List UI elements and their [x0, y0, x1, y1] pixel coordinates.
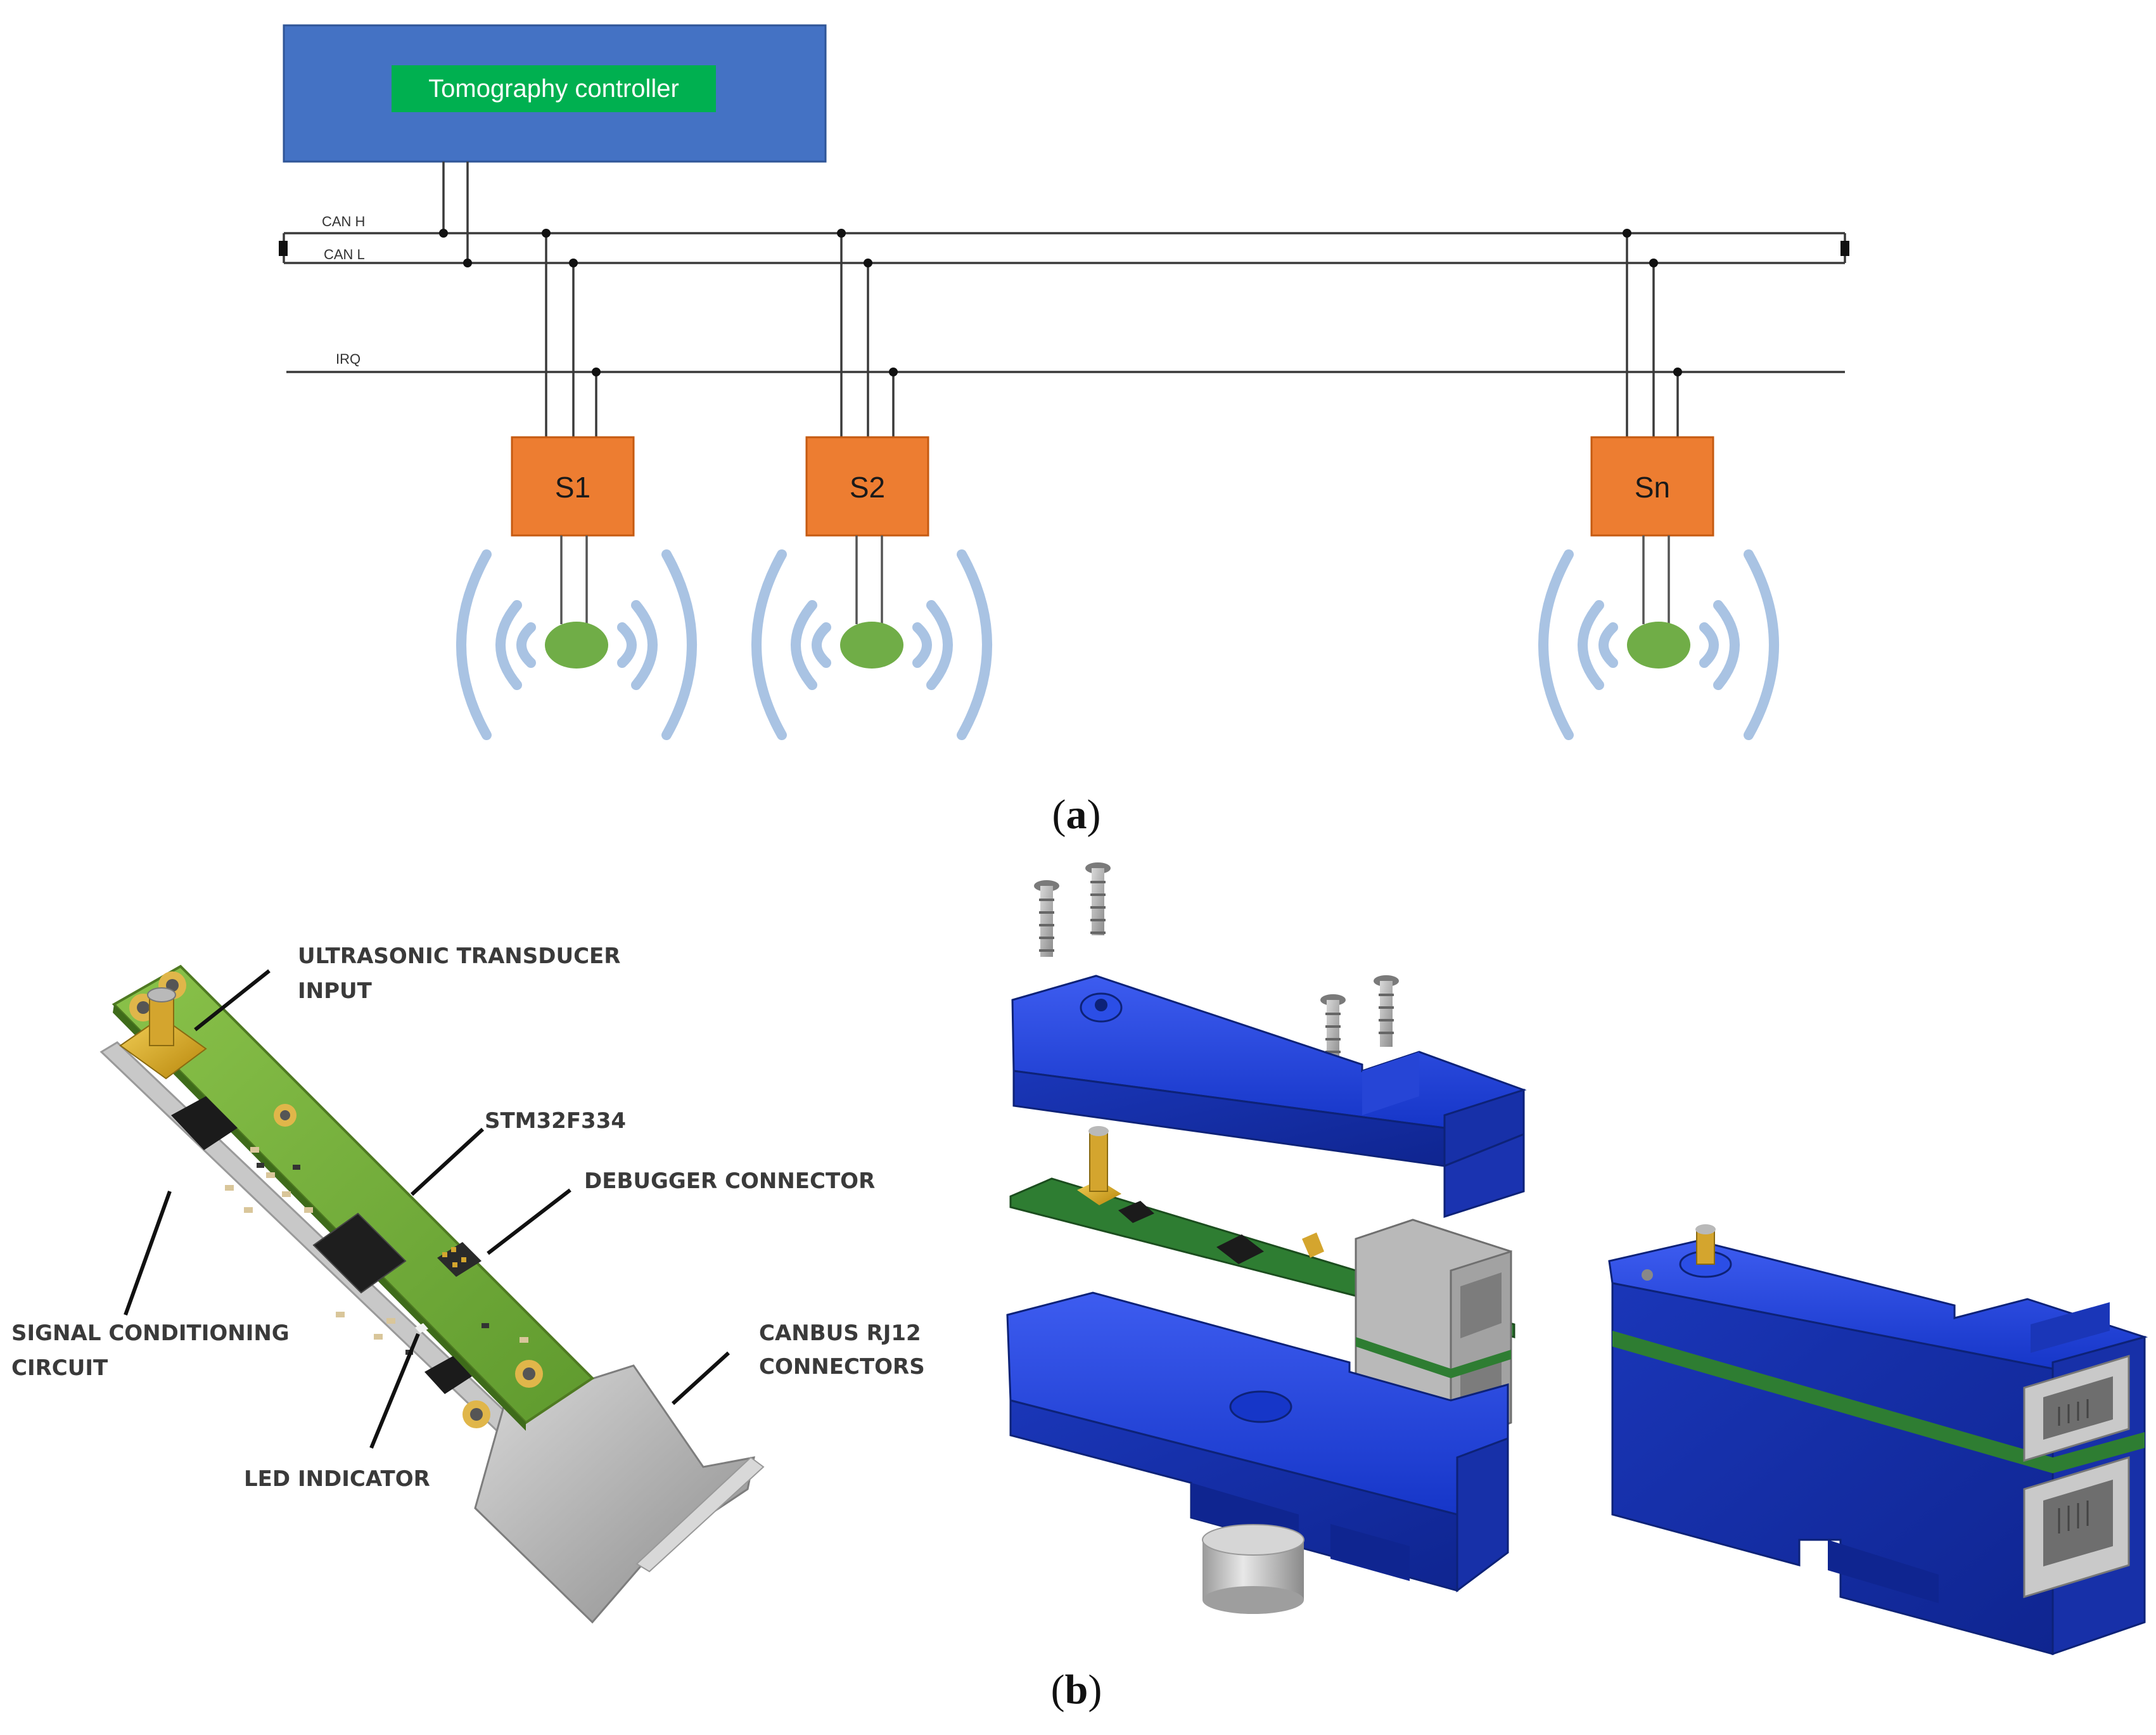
- transducer-element: [545, 622, 608, 669]
- pcb-seam: [1612, 1331, 2145, 1473]
- transducer-element: [840, 622, 903, 669]
- panel-b-hardware: ULTRASONIC TRANSDUCER INPUT STM32F334 DE…: [11, 862, 2148, 1713]
- sma-connector: [119, 987, 207, 1080]
- rj12-contacts: [2058, 1399, 2089, 1533]
- wave-right-mid: [926, 600, 953, 690]
- tomography-controller-label-bg: [392, 65, 716, 112]
- wave-right-inner: [1699, 622, 1719, 668]
- irq-label: IRQ: [336, 351, 360, 367]
- callout-ultrasonic-line1: ULTRASONIC TRANSDUCER: [298, 944, 620, 969]
- bracket-tab: [474, 1364, 755, 1624]
- top-cover: [1011, 975, 1527, 1219]
- wave-right-inner: [617, 622, 637, 668]
- led-indicator: [415, 1323, 428, 1333]
- wave-left-inner: [516, 622, 536, 668]
- wave-right-outer: [957, 549, 992, 740]
- leader-canbus: [671, 1351, 730, 1405]
- callout-canbus-line2: CONNECTORS: [759, 1354, 925, 1380]
- can-l-label: CAN L: [324, 246, 365, 262]
- sensor-box: [805, 436, 929, 537]
- callout-ultrasonic-line2: INPUT: [298, 978, 373, 1004]
- sensor-box: [511, 436, 635, 537]
- callout-signal-line2: CIRCUIT: [11, 1355, 108, 1381]
- callout-stm32: STM32F334: [485, 1108, 626, 1134]
- sensor-label: S1: [555, 471, 590, 504]
- leader-signal: [124, 1190, 172, 1316]
- sma-connector: [1696, 1229, 1715, 1265]
- sensor-node-s2: S2: [751, 229, 992, 740]
- callout-signal-line1: SIGNAL CONDITIONING: [11, 1321, 290, 1346]
- wave-right-mid: [631, 600, 658, 690]
- transducer-element: [1627, 622, 1690, 669]
- sensor-node-s1: S1: [456, 229, 697, 740]
- exploded-housing: [1006, 862, 1527, 1614]
- tomography-controller-label: Tomography controller: [428, 75, 679, 103]
- sensor-label: S2: [850, 471, 885, 504]
- wave-left-outer: [456, 549, 492, 740]
- screws: [1034, 862, 1399, 1065]
- sensor-label: Sn: [1635, 471, 1670, 504]
- can-h-label: CAN H: [322, 214, 365, 229]
- wave-left-outer: [751, 549, 787, 740]
- wave-left-outer: [1538, 549, 1574, 740]
- pcb-render: [99, 964, 765, 1624]
- leader-led: [369, 1333, 420, 1449]
- leader-ultrasonic: [194, 969, 271, 1032]
- wave-left-inner: [812, 622, 831, 668]
- wave-left-mid: [791, 600, 817, 690]
- assembled-housing: [1608, 1224, 2148, 1656]
- can-terminator-right: [1840, 241, 1849, 256]
- debug-header: [437, 1242, 482, 1277]
- signal-chip: [171, 1096, 238, 1150]
- wave-left-mid: [495, 600, 522, 690]
- wave-left-inner: [1598, 622, 1618, 668]
- callout-debugger: DEBUGGER CONNECTOR: [584, 1168, 875, 1194]
- leader-stm32: [410, 1127, 485, 1196]
- leader-debugger: [487, 1188, 571, 1255]
- can-terminator-left: [279, 241, 288, 256]
- panel-b-label: (b): [1051, 1667, 1102, 1713]
- wave-right-outer: [1744, 549, 1779, 740]
- wave-right-outer: [661, 549, 697, 740]
- can-bus: [279, 232, 1849, 264]
- callout-led: LED INDICATOR: [244, 1466, 430, 1492]
- wave-left-mid: [1578, 600, 1604, 690]
- panel-a-network-diagram: Tomography controller CAN H CAN L IRQ: [279, 24, 1849, 838]
- wave-right-inner: [912, 622, 932, 668]
- callout-canbus-line1: CANBUS RJ12: [759, 1321, 921, 1346]
- panel-a-label: (a): [1052, 791, 1101, 838]
- sensor-box: [1590, 436, 1714, 537]
- regulator-chip: [424, 1356, 472, 1394]
- magnet-cylinder: [1202, 1524, 1304, 1614]
- smd-components: [225, 1147, 528, 1343]
- bottom-base: [1006, 1291, 1509, 1592]
- wave-right-mid: [1713, 600, 1740, 690]
- stm32-chip: [312, 1212, 407, 1294]
- sensor-node-sn: Sn: [1538, 229, 1779, 740]
